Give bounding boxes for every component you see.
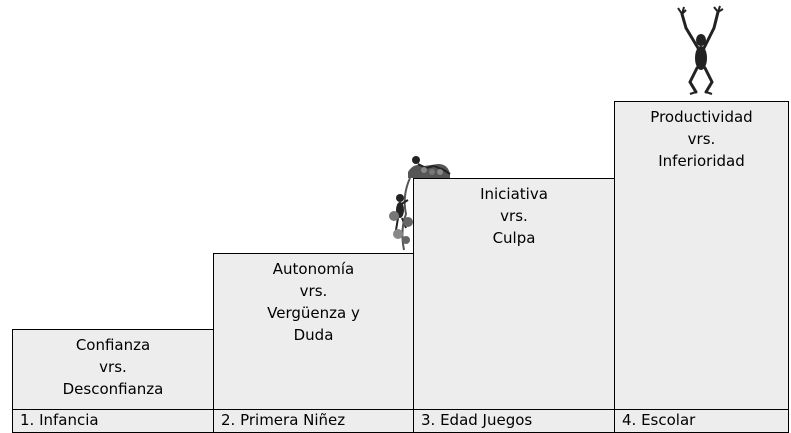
crawling-figure-icon — [408, 156, 451, 178]
climbing-figure-icon — [389, 177, 413, 251]
step-4-text: Productividad vrs. Inferioridad — [650, 108, 753, 170]
step-2-text: Autonomía vrs. Vergüenza y Duda — [267, 260, 360, 344]
stage-label-2: 2. Primera Niñez — [213, 409, 414, 433]
stage-label-4: 4. Escolar — [614, 409, 789, 433]
step-3: Iniciativa vrs. Culpa — [413, 178, 615, 410]
jumping-figure-icon — [677, 5, 724, 95]
stage-label-1: 1. Infancia — [12, 409, 214, 433]
step-3-text: Iniciativa vrs. Culpa — [480, 185, 548, 247]
step-2: Autonomía vrs. Vergüenza y Duda — [213, 253, 414, 410]
step-1-text: Confianza vrs. Desconfianza — [62, 336, 164, 398]
step-4: Productividad vrs. Inferioridad — [614, 101, 789, 410]
stage-label-3: 3. Edad Juegos — [413, 409, 615, 433]
step-1: Confianza vrs. Desconfianza — [12, 329, 214, 410]
